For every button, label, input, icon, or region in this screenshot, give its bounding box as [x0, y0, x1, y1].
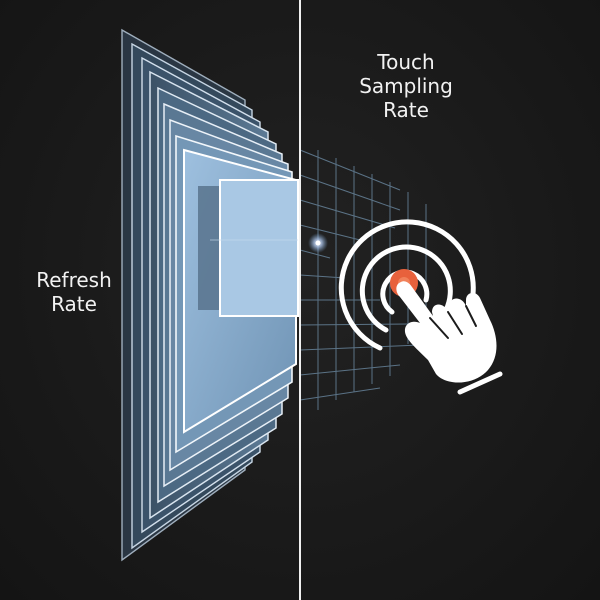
refresh-rate-label: Refresh Rate: [20, 268, 128, 316]
refresh-rate-line-2: Rate: [51, 292, 97, 316]
touch-sampling-line-2: Sampling: [359, 74, 453, 98]
refresh-rate-line-1: Refresh: [36, 268, 112, 292]
touch-sampling-line-3: Rate: [383, 98, 429, 122]
glow-point: [308, 233, 328, 253]
touch-sampling-line-1: Touch: [377, 50, 435, 74]
touch-tap-hand-icon: [396, 281, 503, 395]
sampling-grid: [299, 149, 427, 410]
display-frames-stack: [121, 28, 299, 562]
touch-sampling-rate-label: Touch Sampling Rate: [340, 50, 472, 122]
